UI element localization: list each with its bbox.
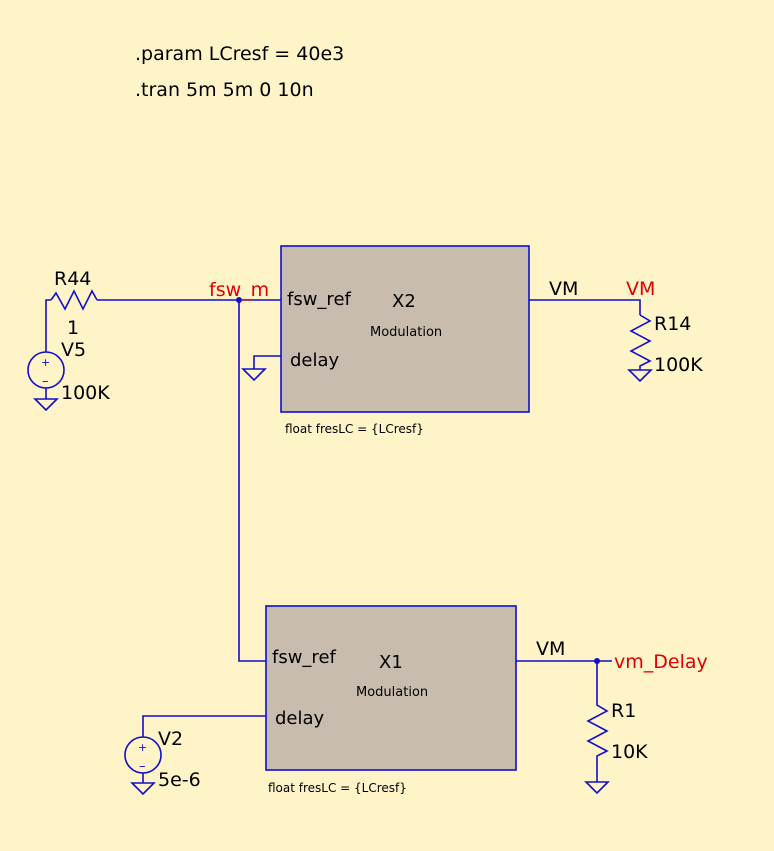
x1-pin-fsw-ref: fsw_ref: [272, 647, 337, 668]
net-label-vm-delay[interactable]: vm_Delay: [614, 651, 708, 673]
x2-pin-vm: VM: [549, 278, 578, 300]
wire-v2-delay: [142, 715, 266, 737]
x2-pin-delay: delay: [290, 350, 340, 371]
r14-ground-icon: [627, 369, 653, 383]
x1-instance-name: X1: [379, 652, 403, 673]
v5-ground-icon: [33, 388, 59, 412]
r1-ground-icon: [584, 781, 610, 795]
x1-pin-vm: VM: [536, 638, 565, 660]
r44-resistor[interactable]: [50, 289, 98, 311]
v5-voltage-source[interactable]: + –: [27, 351, 65, 389]
svg-text:–: –: [139, 759, 146, 774]
x2-param-label: float fresLC = {LCresf}: [285, 422, 424, 436]
v2-value: 5e-6: [158, 769, 201, 791]
net-label-fsw-m[interactable]: fsw_m: [209, 279, 269, 301]
net-label-vm[interactable]: VM: [626, 278, 655, 300]
tran-directive[interactable]: .tran 5m 5m 0 10n: [135, 79, 314, 101]
x2-instance-name: X2: [392, 291, 416, 312]
wire-v5-r44: [45, 299, 51, 352]
v2-ground-icon: [130, 773, 156, 796]
r1-resistor[interactable]: [586, 661, 609, 782]
param-directive[interactable]: .param LCresf = 40e3: [135, 43, 344, 65]
r14-resistor[interactable]: [629, 314, 652, 370]
v5-value: 100K: [61, 382, 110, 404]
wire-x2-vm: [529, 299, 641, 315]
x2-pin-fsw-ref: fsw_ref: [287, 289, 352, 310]
x1-model-name: Modulation: [356, 685, 428, 700]
r44-name: R44: [54, 268, 91, 290]
r14-name: R14: [654, 313, 691, 335]
svg-text:+: +: [41, 356, 50, 369]
wire-fsw-m-to-x1: [238, 300, 266, 662]
v2-voltage-source[interactable]: + –: [124, 736, 162, 774]
x1-modulation-block[interactable]: [265, 605, 517, 771]
v5-name: V5: [61, 339, 86, 361]
r44-value: 1: [67, 317, 79, 339]
svg-text:+: +: [138, 741, 147, 754]
v2-name: V2: [158, 728, 183, 750]
x2-model-name: Modulation: [370, 325, 442, 340]
x2-modulation-block[interactable]: [280, 245, 530, 413]
r1-value: 10K: [611, 741, 648, 763]
x1-param-label: float fresLC = {LCresf}: [268, 781, 407, 795]
r14-value: 100K: [654, 354, 703, 376]
x1-pin-delay: delay: [275, 708, 325, 729]
x2-delay-ground-icon: [241, 355, 281, 382]
svg-text:–: –: [42, 374, 49, 389]
r1-name: R1: [611, 700, 636, 722]
